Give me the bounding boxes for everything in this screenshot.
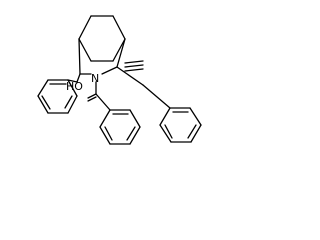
alkyne-bond — [124, 60, 144, 72]
nitrogen-label: N — [91, 72, 99, 85]
structure-canvas: HO N — [37, 15, 202, 145]
phenyl-ring-right — [142, 84, 202, 143]
carbonyl-ring-bond — [95, 93, 111, 111]
molecule-structure: HO N — [37, 15, 202, 145]
cyclohexane-ring — [78, 15, 126, 62]
hydroxyl-label: HO — [66, 80, 83, 93]
carbonyl-bond — [87, 93, 97, 102]
phenyl-ring-left — [37, 79, 78, 114]
benzoyl-ring — [99, 109, 141, 145]
bridge-bonds — [76, 38, 144, 86]
